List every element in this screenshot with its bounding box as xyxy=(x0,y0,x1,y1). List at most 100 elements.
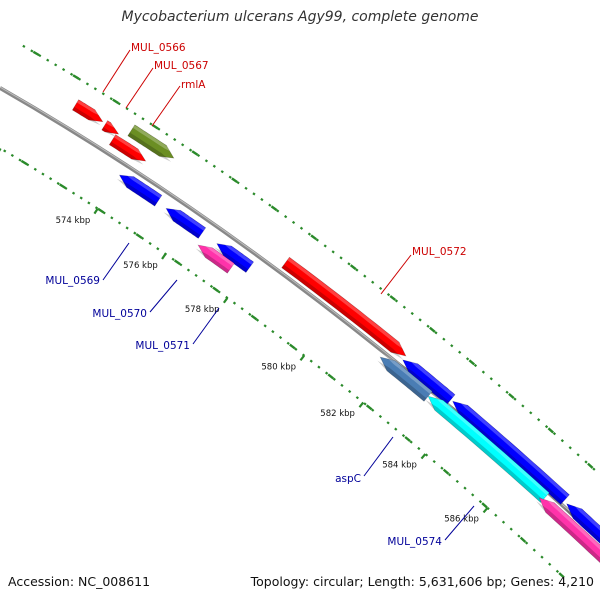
minor-tick-outer xyxy=(473,363,478,368)
minor-tick-inner xyxy=(87,201,91,205)
gene-MUL_0572[interactable] xyxy=(281,256,409,360)
kbp-tick-label: 584 kbp xyxy=(382,461,417,471)
minor-tick-inner xyxy=(179,263,183,267)
gene-MUL_0567[interactable] xyxy=(101,120,121,138)
minor-tick-outer xyxy=(276,209,280,213)
minor-tick-outer xyxy=(101,92,105,96)
gene-gloss xyxy=(405,356,455,398)
minor-tick-outer xyxy=(46,58,50,62)
minor-tick-inner xyxy=(3,149,7,153)
gene-shade xyxy=(72,106,101,126)
minor-tick-inner xyxy=(41,172,45,176)
major-tick-outer xyxy=(310,234,317,241)
major-tick-inner xyxy=(289,343,296,350)
gene-rmlA[interactable] xyxy=(127,124,177,162)
gene-label-MUL_0574[interactable]: MUL_0574 xyxy=(387,536,442,548)
major-tick-outer xyxy=(191,150,199,156)
kbp-tick-label: 574 kbp xyxy=(56,216,91,226)
minor-tick-inner xyxy=(324,371,329,375)
gene-gloss xyxy=(219,239,254,265)
gene-label-MUL_0566[interactable]: MUL_0566 xyxy=(131,42,186,54)
gene-gloss xyxy=(121,171,162,199)
minor-tick-outer xyxy=(181,143,185,147)
minor-tick-outer xyxy=(85,82,90,86)
gene-arrow[interactable] xyxy=(165,208,207,239)
gene-MUL_0566[interactable] xyxy=(71,99,105,126)
gene-unlabeled-6[interactable] xyxy=(214,239,255,273)
gene-unlabeled-2[interactable] xyxy=(108,134,148,165)
gene-arrow[interactable] xyxy=(379,356,433,402)
gene-arrow[interactable] xyxy=(281,256,407,357)
major-tick-inner xyxy=(442,468,450,475)
minor-tick-outer xyxy=(204,159,209,163)
label-leader-line xyxy=(102,49,131,93)
gene-arrow[interactable] xyxy=(118,174,163,207)
gene-arrow[interactable] xyxy=(452,400,570,505)
minor-tick-outer xyxy=(355,268,359,272)
gene-arrow[interactable] xyxy=(566,503,600,576)
gene-arrow[interactable] xyxy=(71,99,104,123)
minor-tick-outer xyxy=(315,238,319,242)
gene-label-MUL_0569[interactable]: MUL_0569 xyxy=(45,275,100,287)
gene-label-MUL_0572[interactable]: MUL_0572 xyxy=(412,246,467,258)
kbp-tick-label: 586 kbp xyxy=(444,514,479,524)
gene-features[interactable] xyxy=(71,99,600,576)
gene-MUL_0571[interactable] xyxy=(195,241,235,274)
minor-tick-outer xyxy=(442,337,446,341)
minor-tick-outer xyxy=(109,97,113,101)
gene-unlabeled-9[interactable] xyxy=(399,356,456,406)
gene-arrow[interactable] xyxy=(127,124,175,159)
minor-tick-inner xyxy=(309,359,313,363)
minor-tick-inner xyxy=(263,324,267,328)
kbp-tick xyxy=(93,208,99,215)
minor-tick-inner xyxy=(64,186,68,190)
gene-unlabeled-13[interactable] xyxy=(563,500,600,576)
gene-unlabeled-14[interactable] xyxy=(536,494,600,575)
gene-arrow[interactable] xyxy=(197,244,235,274)
gene-label-MUL_0571[interactable]: MUL_0571 xyxy=(135,340,190,352)
minor-tick-outer xyxy=(394,299,399,303)
minor-tick-outer xyxy=(149,122,153,126)
gene-unlabeled-11[interactable] xyxy=(449,397,570,505)
gene-shade xyxy=(117,178,157,207)
minor-tick-outer xyxy=(141,117,145,121)
gene-MUL_0569[interactable] xyxy=(117,171,163,207)
minor-tick-inner xyxy=(494,513,498,517)
gene-gloss xyxy=(200,241,235,267)
major-tick-inner xyxy=(558,572,565,579)
minor-tick-outer xyxy=(212,164,216,168)
major-tick-inner xyxy=(173,259,181,265)
minor-tick-outer xyxy=(62,68,66,72)
gene-labels: MUL_0566MUL_0567rmlAMUL_0569MUL_0570MUL_… xyxy=(45,42,475,548)
minor-tick-inner xyxy=(56,181,60,186)
minor-tick-outer xyxy=(228,175,232,179)
gene-arrow[interactable] xyxy=(101,120,120,135)
gene-MUL_0570[interactable] xyxy=(163,204,207,239)
gene-label-aspC[interactable]: aspC xyxy=(335,473,361,485)
gene-aspC[interactable] xyxy=(377,353,433,402)
gene-label-rmlA[interactable]: rmlA xyxy=(181,79,206,91)
minor-tick-inner xyxy=(432,459,436,464)
minor-tick-inner xyxy=(394,427,398,431)
gene-arrow[interactable] xyxy=(427,395,550,503)
minor-tick-outer xyxy=(93,87,97,91)
minor-tick-outer xyxy=(157,127,161,131)
major-tick-inner xyxy=(212,286,219,293)
minor-tick-outer xyxy=(363,274,367,278)
minor-tick-inner xyxy=(186,268,191,272)
major-tick-inner xyxy=(135,233,143,239)
gene-arrow[interactable] xyxy=(538,497,600,575)
gene-label-MUL_0570[interactable]: MUL_0570 xyxy=(92,308,147,320)
gene-shade xyxy=(425,399,544,503)
gene-label-MUL_0567[interactable]: MUL_0567 xyxy=(154,60,209,72)
major-tick-inner xyxy=(365,404,373,411)
gene-arrow[interactable] xyxy=(108,134,147,162)
minor-tick-outer xyxy=(196,153,201,158)
minor-tick-inner xyxy=(501,520,506,524)
kbp-tick xyxy=(482,507,489,514)
gene-shade xyxy=(109,141,144,165)
gene-gloss xyxy=(383,353,433,394)
gene-MUL_0574[interactable] xyxy=(425,392,550,503)
minor-tick-outer xyxy=(521,404,525,408)
